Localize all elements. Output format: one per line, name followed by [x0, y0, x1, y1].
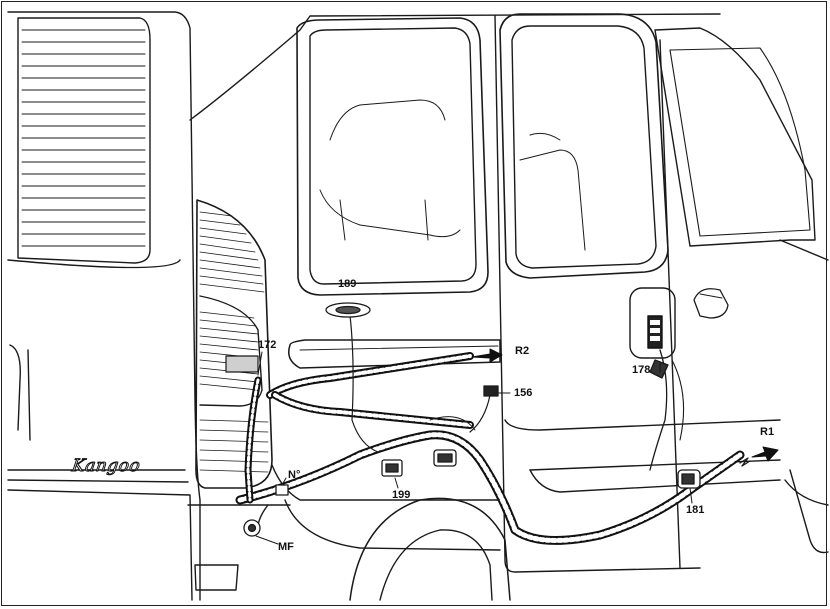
- label-156: 156: [514, 387, 533, 399]
- direction-arrows: [471, 348, 779, 467]
- front-door: [654, 27, 829, 569]
- side-body: [187, 13, 721, 551]
- label-189: 189: [338, 278, 357, 290]
- wheel-arch: [194, 497, 511, 601]
- label-r2: R2: [515, 345, 530, 357]
- tail-light: [195, 199, 273, 489]
- sliding-door-window: [296, 17, 489, 296]
- wiring-harness: [235, 314, 745, 545]
- leader-lines: [255, 351, 693, 545]
- label-199: 199: [392, 489, 411, 501]
- kangoo-badge: Kangoo: [70, 456, 142, 477]
- label-172: 172: [258, 339, 277, 351]
- connectors: [243, 302, 701, 537]
- door-window: [499, 13, 669, 279]
- latch-assembly: [629, 287, 676, 359]
- label-mf: MF: [278, 541, 294, 553]
- rear-body: [7, 11, 201, 601]
- label-r1: R1: [760, 426, 775, 438]
- label-ground-no: N°: [288, 469, 301, 481]
- label-181: 181: [686, 504, 705, 516]
- label-178: 178: [632, 364, 651, 376]
